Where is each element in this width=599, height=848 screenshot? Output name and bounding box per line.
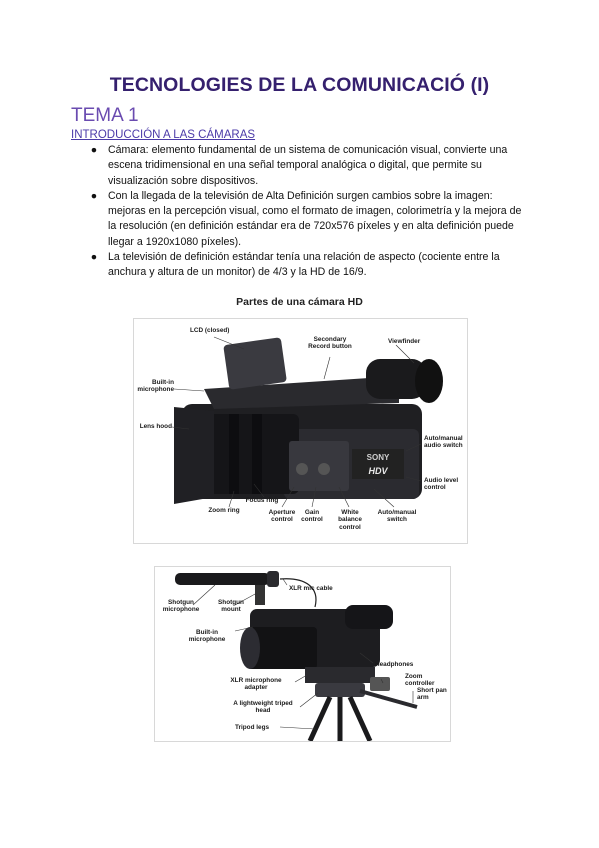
label-gain: Gain control: [301, 509, 323, 524]
hd-camera-illustration: SONY HDV: [171, 336, 443, 508]
bullet-icon: ●: [90, 189, 98, 202]
list-item: ● Con la llegada de la televisión de Alta…: [88, 189, 528, 250]
camera-rig-illustration: [175, 571, 418, 741]
label-builtin-mic: Built-in microphone: [188, 629, 226, 644]
tema-heading: TEMA 1: [71, 105, 139, 126]
label-secondary-record: Secondary Record button: [308, 336, 352, 351]
label-headphones: Headphones: [375, 661, 414, 668]
bullet-text: Con la llegada de la televisión de Alta …: [108, 189, 522, 248]
figure1-title: Partes de una cámara HD: [236, 296, 363, 308]
label-white-balance: White balance control: [338, 509, 362, 531]
label-focus-ring: Focus ring: [245, 497, 279, 504]
bullet-icon: ●: [90, 251, 98, 264]
label-zoom-controller: Zoom controller: [405, 673, 435, 688]
label-xlr-adapter: XLR microphone adapter: [230, 677, 282, 692]
bullet-text: La televisión de definición estándar ten…: [108, 251, 500, 279]
hd-camera-figure: SONY HDV LCD (closed) Secondary Record b…: [133, 318, 468, 544]
bullet-text: Cámara: elemento fundamental de un siste…: [108, 144, 508, 187]
label-triped-head: A lightweight triped head: [233, 700, 293, 715]
label-xlr-cable: XLR mic cable: [289, 585, 333, 592]
label-builtin-mic: Built-in microphone: [137, 379, 174, 394]
label-aperture: Aperture control: [268, 509, 296, 524]
label-lcd: LCD (closed): [190, 327, 230, 334]
list-item: ● Cámara: elemento fundamental de un sist…: [88, 143, 528, 189]
hdv-badge: HDV: [368, 466, 388, 476]
list-item: ● La televisión de definición estándar te…: [88, 250, 528, 281]
label-auto-manual-switch: Auto/manual switch: [377, 509, 417, 524]
label-shotgun-mount: Shotgun mount: [218, 599, 244, 614]
label-audio-level: Audio level control: [424, 477, 459, 492]
label-short-pan-arm: Short pan arm: [417, 687, 447, 702]
camera-rig-figure: XLR mic cable Shotgun microphone Shotgun…: [154, 566, 451, 742]
label-audio-switch: Auto/manual audio switch: [424, 435, 463, 450]
brand-logo: SONY: [367, 453, 390, 462]
bullet-list: ● Cámara: elemento fundamental de un sist…: [88, 143, 528, 281]
page-title: TECNOLOGIES DE LA COMUNICACIÓ (I): [109, 74, 490, 96]
label-zoom-ring: Zoom ring: [208, 507, 240, 514]
label-viewfinder: Viewfinder: [388, 338, 421, 345]
section-heading-link[interactable]: INTRODUCCIÓN A LAS CÁMARAS: [71, 129, 256, 141]
label-shotgun-mic: Shotgun microphone: [162, 599, 200, 614]
bullet-icon: ●: [90, 144, 98, 156]
label-lens-hood: Lens hood: [139, 423, 172, 430]
label-tripod-legs: Tripod legs: [234, 724, 270, 731]
